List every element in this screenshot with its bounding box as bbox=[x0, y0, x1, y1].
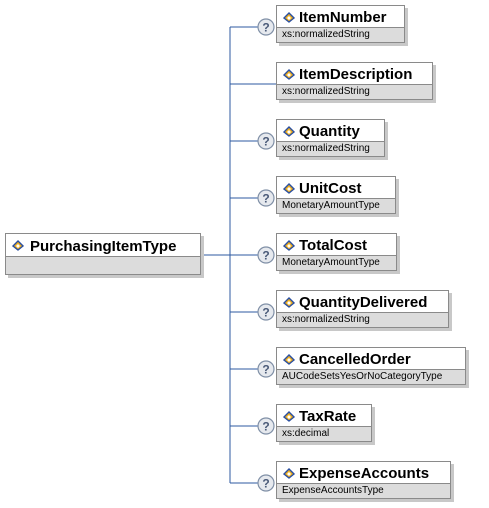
svg-text:?: ? bbox=[262, 363, 269, 377]
element-type: xs:decimal bbox=[277, 426, 371, 441]
svg-text:?: ? bbox=[262, 306, 269, 320]
svg-text:?: ? bbox=[262, 420, 269, 434]
optional-question-icon: ? bbox=[257, 417, 275, 435]
element-icon bbox=[283, 240, 296, 251]
optional-question-icon: ? bbox=[257, 189, 275, 207]
element-icon bbox=[283, 183, 296, 194]
optional-question-icon: ? bbox=[257, 474, 275, 492]
element-icon bbox=[283, 411, 296, 422]
root-type-band bbox=[6, 256, 200, 274]
element-name: ItemNumber bbox=[299, 9, 387, 26]
svg-text:?: ? bbox=[262, 192, 269, 206]
element-type: xs:normalizedString bbox=[277, 27, 404, 42]
element-name: UnitCost bbox=[299, 180, 362, 197]
element-icon bbox=[283, 354, 296, 365]
svg-text:?: ? bbox=[262, 249, 269, 263]
element-type: AUCodeSetsYesOrNoCategoryType bbox=[277, 369, 465, 384]
optional-question-icon: ? bbox=[257, 132, 275, 150]
element-name: ExpenseAccounts bbox=[299, 465, 430, 482]
optional-question-icon: ? bbox=[257, 18, 275, 36]
element-type: xs:normalizedString bbox=[277, 141, 384, 156]
element-type: ExpenseAccountsType bbox=[277, 483, 450, 498]
element-type: xs:normalizedString bbox=[277, 312, 448, 327]
optional-question-icon: ? bbox=[257, 360, 275, 378]
svg-text:?: ? bbox=[262, 477, 269, 491]
element-name: TaxRate bbox=[299, 408, 357, 425]
element-name: CancelledOrder bbox=[299, 351, 411, 368]
element-type: MonetaryAmountType bbox=[277, 255, 396, 270]
element-name: Quantity bbox=[299, 123, 360, 140]
element-type: xs:normalizedString bbox=[277, 84, 432, 99]
element-name: TotalCost bbox=[299, 237, 368, 254]
element-icon bbox=[283, 126, 296, 137]
element-icon bbox=[283, 69, 296, 80]
element-name: ItemDescription bbox=[299, 66, 413, 83]
svg-text:?: ? bbox=[262, 21, 269, 35]
optional-question-icon: ? bbox=[257, 246, 275, 264]
element-icon bbox=[283, 297, 296, 308]
element-icon bbox=[283, 468, 296, 479]
root-title: PurchasingItemType bbox=[30, 238, 177, 255]
element-type: MonetaryAmountType bbox=[277, 198, 395, 213]
svg-text:?: ? bbox=[262, 135, 269, 149]
element-icon bbox=[12, 240, 25, 251]
optional-question-icon: ? bbox=[257, 303, 275, 321]
element-name: QuantityDelivered bbox=[299, 294, 428, 311]
element-icon bbox=[283, 12, 296, 23]
